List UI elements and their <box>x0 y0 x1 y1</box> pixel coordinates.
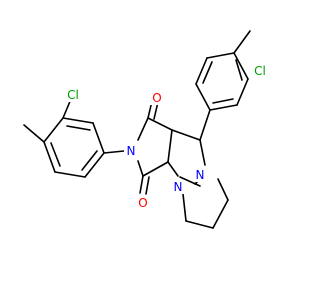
bond <box>139 175 144 194</box>
atom-cl-right: Cl <box>254 64 266 78</box>
bond <box>50 142 61 167</box>
bond <box>236 78 249 106</box>
bond <box>142 161 169 177</box>
bond <box>92 122 105 154</box>
bond <box>195 83 211 111</box>
bond <box>167 129 173 163</box>
atom-cl-left: Cl <box>67 88 79 102</box>
bond <box>137 117 149 141</box>
bond <box>179 176 201 187</box>
bond <box>212 199 229 229</box>
bond <box>233 30 251 54</box>
bond <box>217 178 229 201</box>
bond <box>137 160 144 177</box>
bond <box>212 98 234 104</box>
atom-n-ring-upper: N <box>196 168 205 182</box>
bond <box>182 193 187 222</box>
atom-n-imide: N <box>127 144 136 158</box>
atom-n-ring-lower: N <box>174 180 183 194</box>
bond <box>43 141 56 173</box>
bond <box>23 124 45 143</box>
bond <box>81 150 98 171</box>
bond <box>167 161 179 177</box>
bond <box>195 57 208 85</box>
bond <box>209 104 238 111</box>
bond <box>199 109 211 141</box>
bond <box>202 61 213 84</box>
bond <box>171 129 201 141</box>
bond <box>62 98 72 119</box>
molecule-diagram: Cl Cl N N N O O <box>23 30 271 229</box>
bond <box>62 117 94 124</box>
atom-o-bottom: O <box>138 196 147 210</box>
bond <box>43 117 64 143</box>
structure-svg: Cl Cl N N N O O <box>23 30 271 229</box>
atom-labels: Cl Cl N N N O O <box>62 64 271 210</box>
bond <box>233 52 249 80</box>
bond <box>235 59 243 81</box>
bond <box>206 52 235 59</box>
bond <box>54 171 86 178</box>
bond <box>103 150 125 154</box>
bonds <box>23 30 251 229</box>
atom-o-top: O <box>152 91 161 105</box>
bond <box>84 152 105 178</box>
bond <box>185 220 214 229</box>
bond <box>145 176 150 195</box>
bond <box>199 139 206 166</box>
bond <box>147 117 173 131</box>
bond <box>66 125 91 131</box>
